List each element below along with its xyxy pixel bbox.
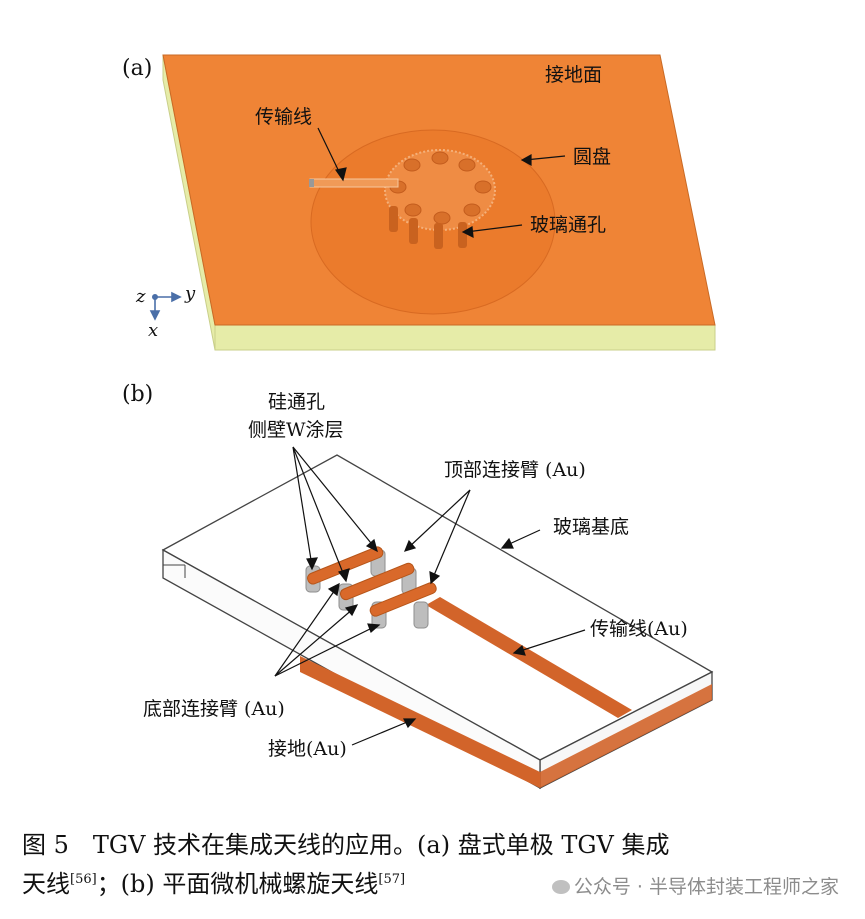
panel-a-drawing [149, 54, 716, 351]
label-ground-au: 接地(Au) [268, 738, 347, 760]
watermark-text: 公众号 · 半导体封装工程师之家 [573, 876, 839, 898]
ground-strip-end [540, 684, 712, 788]
feed-port [309, 179, 314, 187]
wechat-icon [551, 880, 570, 894]
coordinate-axes [149, 291, 182, 321]
ground-strip [300, 656, 540, 788]
label-top-arm: 顶部连接臂 (Au) [444, 459, 586, 481]
axis-z-label: z [136, 286, 146, 307]
label-transmission-line-au: 传输线(Au) [590, 618, 688, 640]
label-transmission-line: 传输线 [255, 106, 313, 128]
axis-y-label: y [185, 283, 196, 304]
label-glass-substrate: 玻璃基底 [553, 516, 630, 538]
watermark: 公众号 · 半导体封装工程师之家 [551, 872, 839, 899]
label-bottom-arm: 底部连接臂 (Au) [143, 698, 285, 720]
caption-ref-56: [56] [70, 872, 97, 887]
label-disk: 圆盘 [573, 146, 612, 168]
feed-line [309, 178, 399, 188]
via-pillars [389, 206, 467, 249]
panel-b-drawing [161, 446, 714, 790]
label-sidewall-w: 侧壁W涂层 [248, 419, 344, 441]
caption-text-b: ；(b) 平面微机械螺旋天线 [96, 870, 379, 898]
panel-b-leaders [274, 446, 586, 746]
label-si-via: 硅通孔 [268, 391, 326, 413]
panel-a-tag: (a) [122, 56, 153, 81]
substrate-side-bottom [214, 324, 716, 351]
caption-line-1: 图 5 TGV 技术在集成天线的应用。(a) 盘式单极 TGV 集成 [22, 831, 670, 859]
transmission-line-au [426, 597, 632, 718]
panel-b-tag: (b) [122, 382, 154, 407]
caption-ref-57: [57] [378, 872, 406, 887]
label-ground-plane: 接地面 [545, 64, 603, 86]
panel-a-leaders [317, 127, 566, 239]
caption-text-a: 天线 [22, 870, 70, 898]
caption-line-2: 天线[56]；(b) 平面微机械螺旋天线[57] [22, 872, 405, 896]
label-glass-via: 玻璃通孔 [530, 214, 607, 236]
axis-x-label: x [148, 320, 159, 341]
disk-rim [310, 129, 556, 315]
